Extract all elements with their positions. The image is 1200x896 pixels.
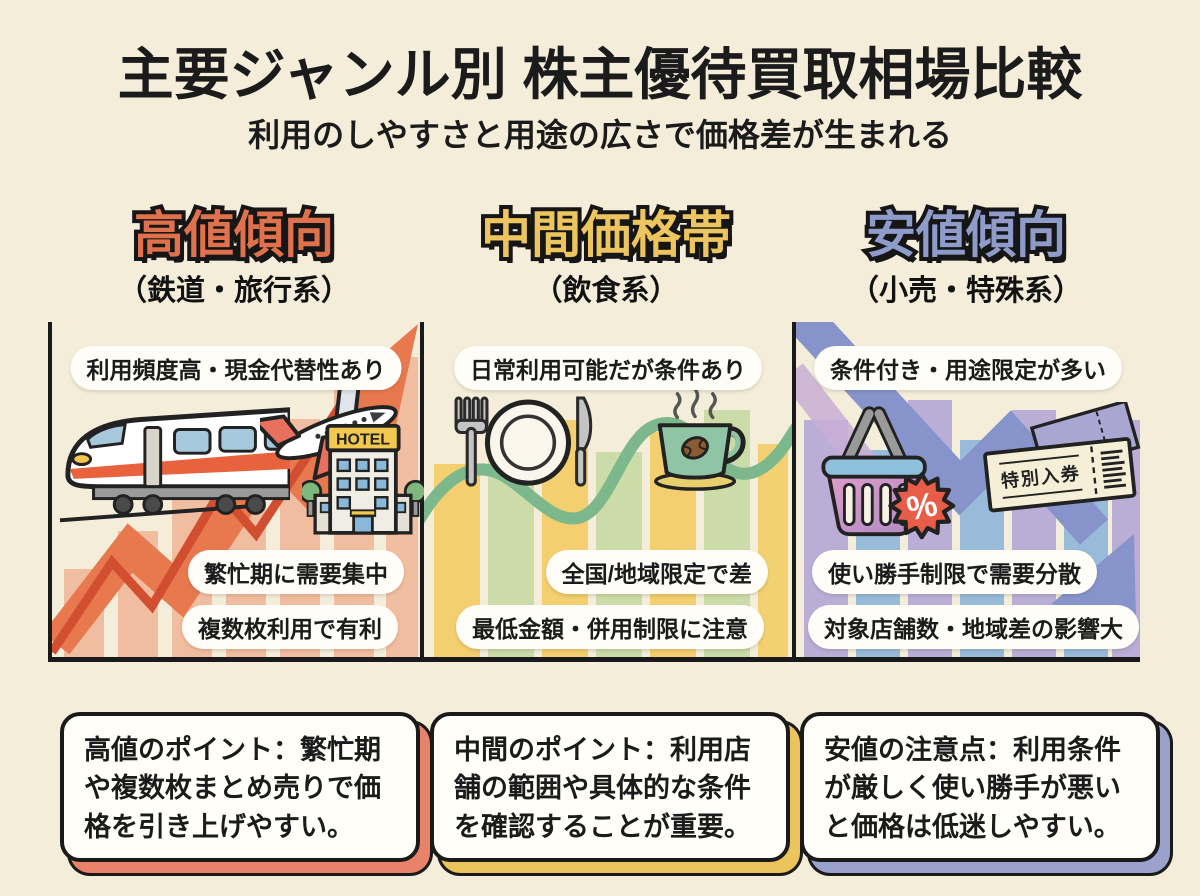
panel-high-rail-travel: 利用頻度高・現金代替性あり <box>48 322 424 662</box>
ticket-icon: 特別入券 <box>983 402 1141 513</box>
summary-note-mid: 中間のポイント：利用店舗の範囲や具体的な条件を確認することが重要。 <box>430 712 790 862</box>
column-category-low: （小売・特殊系） <box>849 275 1082 307</box>
feature-badge-high-top: 利用頻度高・現金代替性あり <box>70 346 402 390</box>
page-subtitle: 利用のしやすさと用途の広さで価格差が生まれる <box>248 117 952 153</box>
table-setting-icon <box>454 396 593 487</box>
feature-badge-low-1: 使い勝手制限で需要分散 <box>812 550 1097 594</box>
column-heading-mid: 中間価格帯 中間価格帯 （飲食系） <box>420 204 792 309</box>
column-category-mid: （飲食系） <box>533 275 679 307</box>
heading-outlined-text: 安値傾向 安値傾向 <box>862 204 1070 267</box>
zigzag-line <box>52 391 352 655</box>
feature-badge-mid-1: 全国/地域限定で差 <box>545 550 768 594</box>
feature-badge-low-2: 対象店舗数・地域差の影響大 <box>808 605 1139 649</box>
hotel-windows <box>336 458 389 510</box>
feature-badge-mid-2: 最低金額・併用制限に注意 <box>456 605 764 649</box>
summary-note-low: 安値の注意点：利用条件が厳しく使い勝手が悪いと価格は低迷しやすい。 <box>800 712 1160 862</box>
discount-percent-icon: % <box>888 472 956 540</box>
steam-icon <box>673 387 717 420</box>
feature-badge-mid-top: 日常利用可能だが条件あり <box>454 346 762 390</box>
barcode <box>1100 449 1127 489</box>
summary-note-high: 高値のポイント：繁忙期や複数枚まとめ売りで価格を引き上げやすい。 <box>60 712 420 862</box>
panel-mid-dining: 日常利用可能だが条件あり <box>420 322 792 662</box>
train-icon <box>59 407 290 523</box>
page-title: 主要ジャンル別 株主優待買取相場比較 <box>117 43 1083 106</box>
feature-badge-high-2: 複数枚利用で有利 <box>182 605 398 649</box>
hotel-icon: HOTEL <box>302 424 424 535</box>
heading-outlined-text: 中間価格帯 中間価格帯 <box>477 204 735 267</box>
panel-low-retail-special: 条件付き・用途限定が多い <box>792 322 1141 662</box>
hotel-sign-label: HOTEL <box>336 432 390 449</box>
feature-badge-high-1: 繁忙期に需要集中 <box>188 550 404 594</box>
column-heading-low: 安値傾向 安値傾向 （小売・特殊系） <box>792 204 1140 309</box>
coffee-cup-icon <box>654 387 746 491</box>
heading-outlined-text: 高値傾向 高値傾向 <box>130 204 338 267</box>
column-heading-high: 高値傾向 高値傾向 （鉄道・旅行系） <box>48 204 420 309</box>
feature-badge-low-top: 条件付き・用途限定が多い <box>814 346 1122 390</box>
column-category-high: （鉄道・旅行系） <box>117 275 350 307</box>
